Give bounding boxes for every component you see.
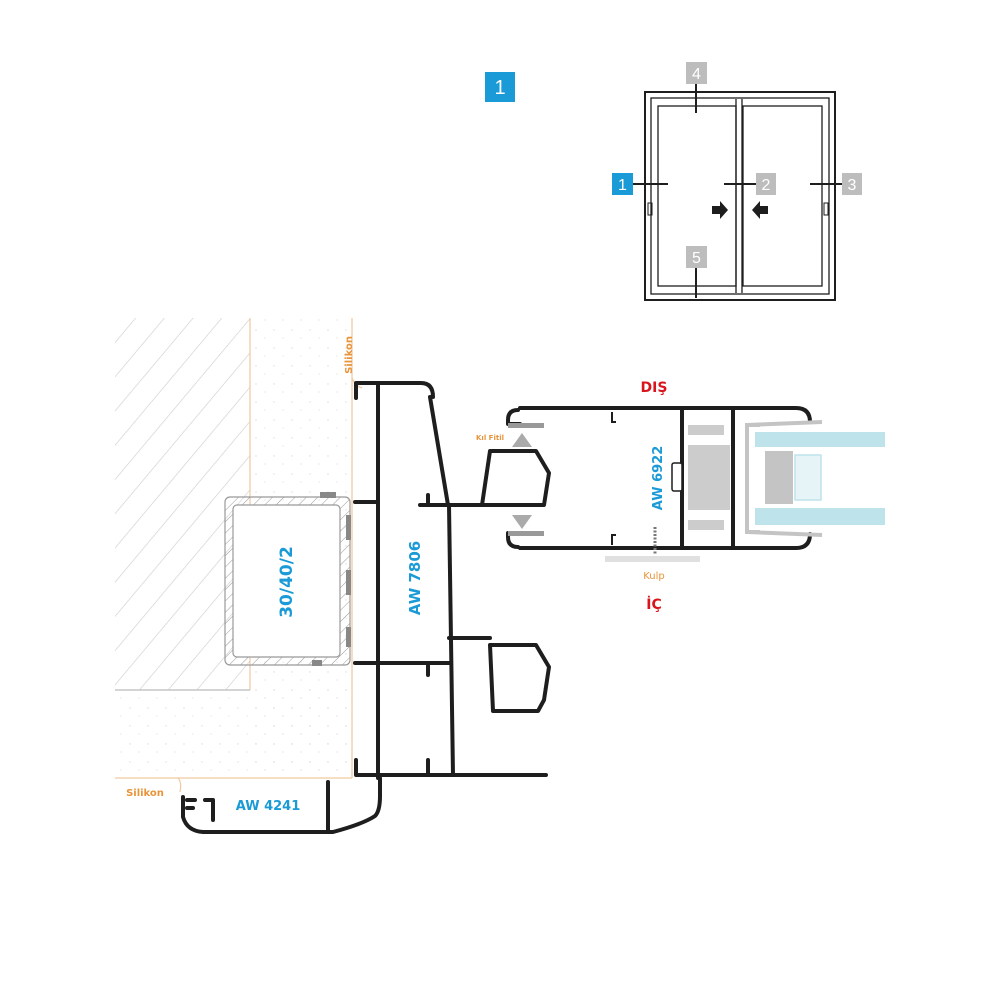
- arrow-left-icon: [752, 201, 768, 219]
- svg-text:2: 2: [762, 177, 771, 194]
- steel-tube: 30/40/2: [224, 492, 351, 666]
- svg-text:5: 5: [692, 250, 701, 267]
- frame-profile-label: AW 7806: [406, 541, 424, 615]
- svg-text:3: 3: [848, 177, 857, 194]
- handle-label: Kulp: [643, 571, 665, 582]
- svg-text:1: 1: [618, 177, 627, 194]
- window-key-plan: 4 1 2 3 5: [612, 62, 862, 301]
- detail-number-badge: 1: [485, 72, 515, 102]
- key-label-4: 4: [686, 62, 707, 84]
- outside-label: DIŞ: [641, 380, 668, 396]
- svg-text:4: 4: [692, 66, 701, 83]
- silicone-label-bottom: Silikon: [126, 788, 164, 799]
- key-label-1: 1: [612, 173, 633, 195]
- handle: [605, 556, 700, 562]
- brush-seal-top: [512, 433, 532, 447]
- svg-text:1: 1: [494, 77, 505, 99]
- inside-label: İÇ: [646, 596, 661, 613]
- sash-profile: AW 6922 Kıl Fitil Kulp DIŞ İÇ: [476, 380, 812, 613]
- silicone-label-top: Silikon: [344, 336, 355, 374]
- brush-seal-bottom: [512, 515, 532, 529]
- arrow-right-icon: [712, 201, 728, 219]
- key-label-5: 5: [686, 246, 707, 268]
- key-label-2: 2: [756, 173, 776, 195]
- steel-tube-label: 30/40/2: [277, 546, 297, 618]
- key-label-3: 3: [842, 173, 862, 195]
- sill-profile: AW 4241 Silikon Silikon: [126, 336, 382, 834]
- sash-profile-label: AW 6922: [651, 446, 666, 511]
- frame-profile: AW 7806: [353, 381, 551, 780]
- glazing: [745, 420, 885, 537]
- svg-text:AW 4241: AW 4241: [236, 799, 301, 814]
- brush-seal-label: Kıl Fitil: [476, 434, 504, 442]
